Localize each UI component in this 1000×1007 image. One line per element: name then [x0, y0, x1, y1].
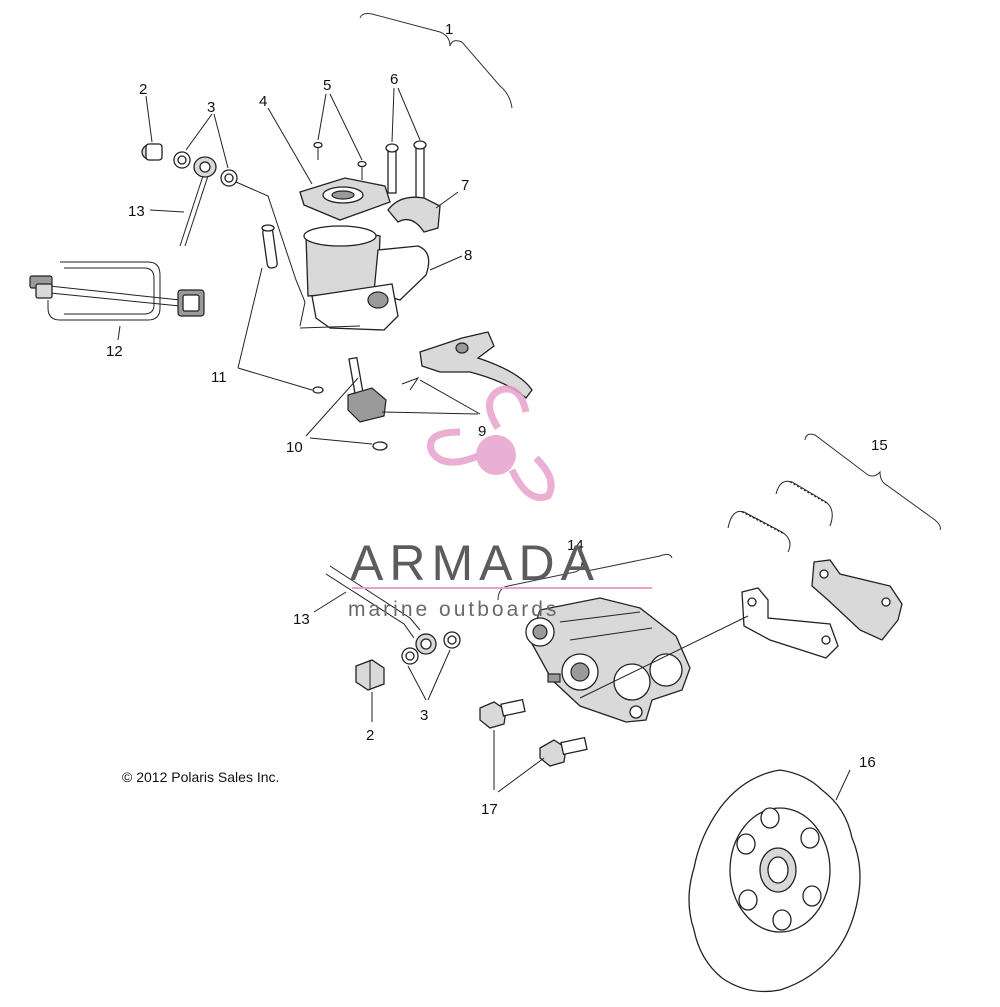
- copyright-notice: © 2012 Polaris Sales Inc.: [122, 769, 279, 785]
- callout-8: 8: [464, 247, 472, 264]
- callout-14: 14: [567, 537, 584, 554]
- watermark-brand: ARMADA: [350, 535, 600, 591]
- leader-lines-lower: [313, 591, 851, 801]
- brake-pad-springs: [727, 480, 833, 553]
- propeller-logo-icon: [427, 385, 555, 501]
- callout-17: 17: [481, 801, 498, 818]
- callout-11: 11: [211, 369, 227, 386]
- brake-pad-rear: [811, 559, 903, 641]
- reservoir-cap: [299, 177, 391, 221]
- callout-13-top: 13: [128, 203, 145, 220]
- callout-7: 7: [461, 177, 469, 194]
- clamp-screws: [385, 140, 427, 201]
- callout-3: 3: [207, 99, 215, 116]
- callout-15: 15: [871, 437, 888, 454]
- callout-10: 10: [286, 439, 303, 456]
- callout-9: 9: [478, 423, 486, 440]
- callout-16: 16: [859, 754, 876, 771]
- callout-1: 1: [445, 21, 453, 38]
- callout-13-bottom: 13: [293, 611, 310, 628]
- callout-2: 2: [139, 81, 147, 98]
- crush-washers-top: [173, 151, 238, 187]
- callout-6: 6: [390, 71, 398, 88]
- brake-caliper: [525, 597, 691, 723]
- leader-lines-upper: [117, 87, 481, 445]
- banjo-bolt-top: [141, 143, 163, 161]
- brake-line-bottom: [325, 565, 421, 639]
- callout-2-bottom: 2: [366, 727, 374, 744]
- callout-5: 5: [323, 77, 331, 94]
- lever-pivot-pin: [261, 224, 324, 394]
- banjo-bolt-bottom: [355, 659, 385, 691]
- brake-lever: [401, 331, 533, 399]
- group-bracket-brake-pads: [804, 433, 941, 531]
- cap-screws: [313, 141, 367, 180]
- watermark-tagline: marine outboards: [348, 598, 559, 621]
- brake-line-top: [179, 175, 209, 247]
- banjo-fitting-bottom: [401, 631, 461, 665]
- brake-pad-front: [741, 587, 839, 659]
- master-cylinder-body: [303, 225, 430, 331]
- callout-3-bottom: 3: [420, 707, 428, 724]
- caliper-mounting-bolts: [479, 698, 588, 767]
- callout-12: 12: [106, 343, 123, 360]
- callout-labels: 1 2 3 4 5 6 7 8 9 10 11 12 13 14 15 16 1…: [106, 21, 888, 818]
- brake-disc: [688, 769, 861, 993]
- brake-light-switch-harness: [29, 261, 205, 321]
- brake-switch: [347, 356, 388, 451]
- handlebar-clamp: [387, 196, 441, 233]
- group-bracket-master-cylinder: [359, 13, 513, 109]
- callout-4: 4: [259, 93, 267, 110]
